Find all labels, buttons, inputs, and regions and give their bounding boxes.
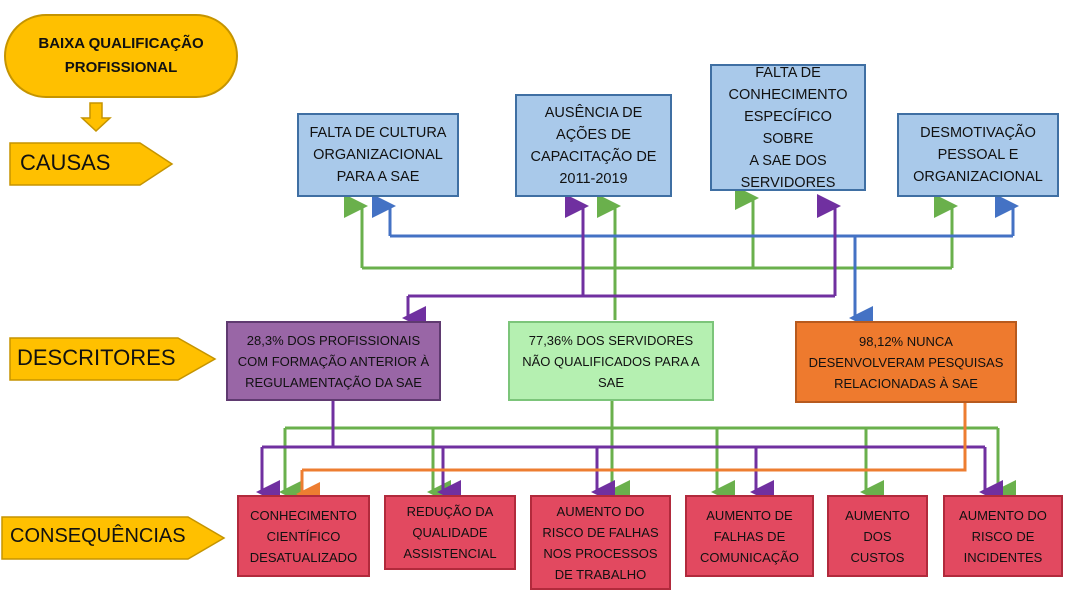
cause-box-4: DESMOTIVAÇÃO PESSOAL E ORGANIZACIONAL <box>897 113 1059 197</box>
consequence-box-4: AUMENTO DE FALHAS DE COMUNICAÇÃO <box>685 495 814 577</box>
header-down-arrow <box>80 102 112 133</box>
row-label-causas: CAUSAS <box>20 150 111 175</box>
consequence-box-6: AUMENTO DO RISCO DE INCIDENTES <box>943 495 1063 577</box>
header-title: BAIXA QUALIFICAÇÃO PROFISSIONAL <box>4 14 238 98</box>
consequencias-label-shape <box>1 516 226 560</box>
row-label-descritores: DESCRITORES <box>17 345 176 370</box>
consequence-box-3: AUMENTO DO RISCO DE FALHAS NOS PROCESSOS… <box>530 495 671 590</box>
cause-box-2: AUSÊNCIA DE AÇÕES DE CAPACITAÇÃO DE 2011… <box>515 94 672 197</box>
consequence-box-2: REDUÇÃO DA QUALIDADE ASSISTENCIAL <box>384 495 516 570</box>
causas-label-shape <box>9 142 174 186</box>
consequence-box-5: AUMENTO DOS CUSTOS <box>827 495 928 577</box>
cause-box-1: FALTA DE CULTURA ORGANIZACIONAL PARA A S… <box>297 113 459 197</box>
descriptor-box-2: 77,36% DOS SERVIDORES NÃO QUALIFICADOS P… <box>508 321 714 401</box>
row-label-consequencias: CONSEQUÊNCIAS <box>10 525 186 547</box>
descritores-label-shape <box>9 337 217 381</box>
descriptor-box-1: 28,3% DOS PROFISSIONAIS COM FORMAÇÃO ANT… <box>226 321 441 401</box>
descriptor-box-3: 98,12% NUNCA DESENVOLVERAM PESQUISAS REL… <box>795 321 1017 403</box>
cause-box-3: FALTA DE CONHECIMENTO ESPECÍFICO SOBRE A… <box>710 64 866 191</box>
consequence-box-1: CONHECIMENTO CIENTÍFICO DESATUALIZADO <box>237 495 370 577</box>
